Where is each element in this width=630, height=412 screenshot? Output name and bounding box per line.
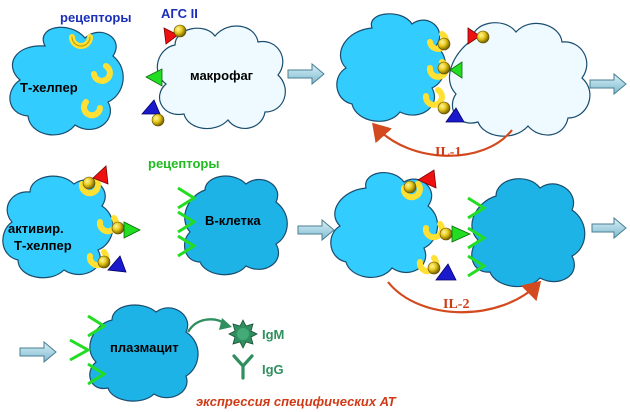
igg-label: IgG [262,362,284,377]
mhc-red-triangle [163,24,187,45]
flow-arrow-3 [297,218,335,242]
igm-icon [228,319,258,349]
plasmocyte-label: плазмацит [110,340,179,355]
bound-receptor-red [427,27,490,52]
flow-arrow-5 [19,340,57,364]
plasmocyte-cell [89,304,199,402]
b-cell-bound [471,178,586,288]
b-cell-label: В-клетка [205,213,261,228]
bound-receptor-blue [422,87,465,123]
receptors-label-mid: рецепторы [148,156,219,171]
bound-activated-receptor-blue [416,255,457,281]
t-helper-receptor-2 [91,63,113,84]
t-helper-receptor-3 [81,99,103,119]
bound-activated-receptor-red [400,169,437,201]
bound-receptor-green [426,59,463,80]
activated-receptor-green [96,215,141,239]
macrophage-label: макрофаг [190,68,254,83]
igg-icon [232,354,254,380]
il1-arrow [372,122,513,157]
t-helper-receptor-1 [69,34,93,49]
plasmocyte-receptors [69,314,107,386]
b-cell-receptors [177,186,197,258]
activated-receptor-blue [86,249,127,273]
flow-arrow-2 [589,72,627,96]
il2-arrow [387,280,542,314]
t-helper-cell [9,26,124,136]
t-helper-cell-bound [336,13,447,122]
il1-label: IL-1 [435,145,461,160]
secretion-arrow-head [219,318,232,330]
mhc-blue-triangle [141,99,165,127]
caption: экспрессия специфических АТ [196,394,397,409]
macrophage-cell [156,25,286,130]
t-helper-label: Т-хелпер [20,80,78,95]
bound-activated-receptor-green [422,221,471,243]
macrophage-cell-bound [448,22,591,137]
activated-receptor-red [78,165,109,197]
b-cell [183,175,288,276]
flow-arrow-4 [591,216,627,240]
il2-label: IL-2 [443,297,469,312]
activated-label-line1: активир. [8,221,64,236]
igm-label: IgM [262,327,284,342]
bound-b-receptors [467,196,487,278]
mhc-label: АГС II [161,6,198,21]
flow-arrow-1 [287,62,325,86]
receptors-label-top: рецепторы [60,10,131,25]
activated-label-line2: Т-хелпер [14,238,72,253]
mhc-green-triangle [145,68,163,87]
